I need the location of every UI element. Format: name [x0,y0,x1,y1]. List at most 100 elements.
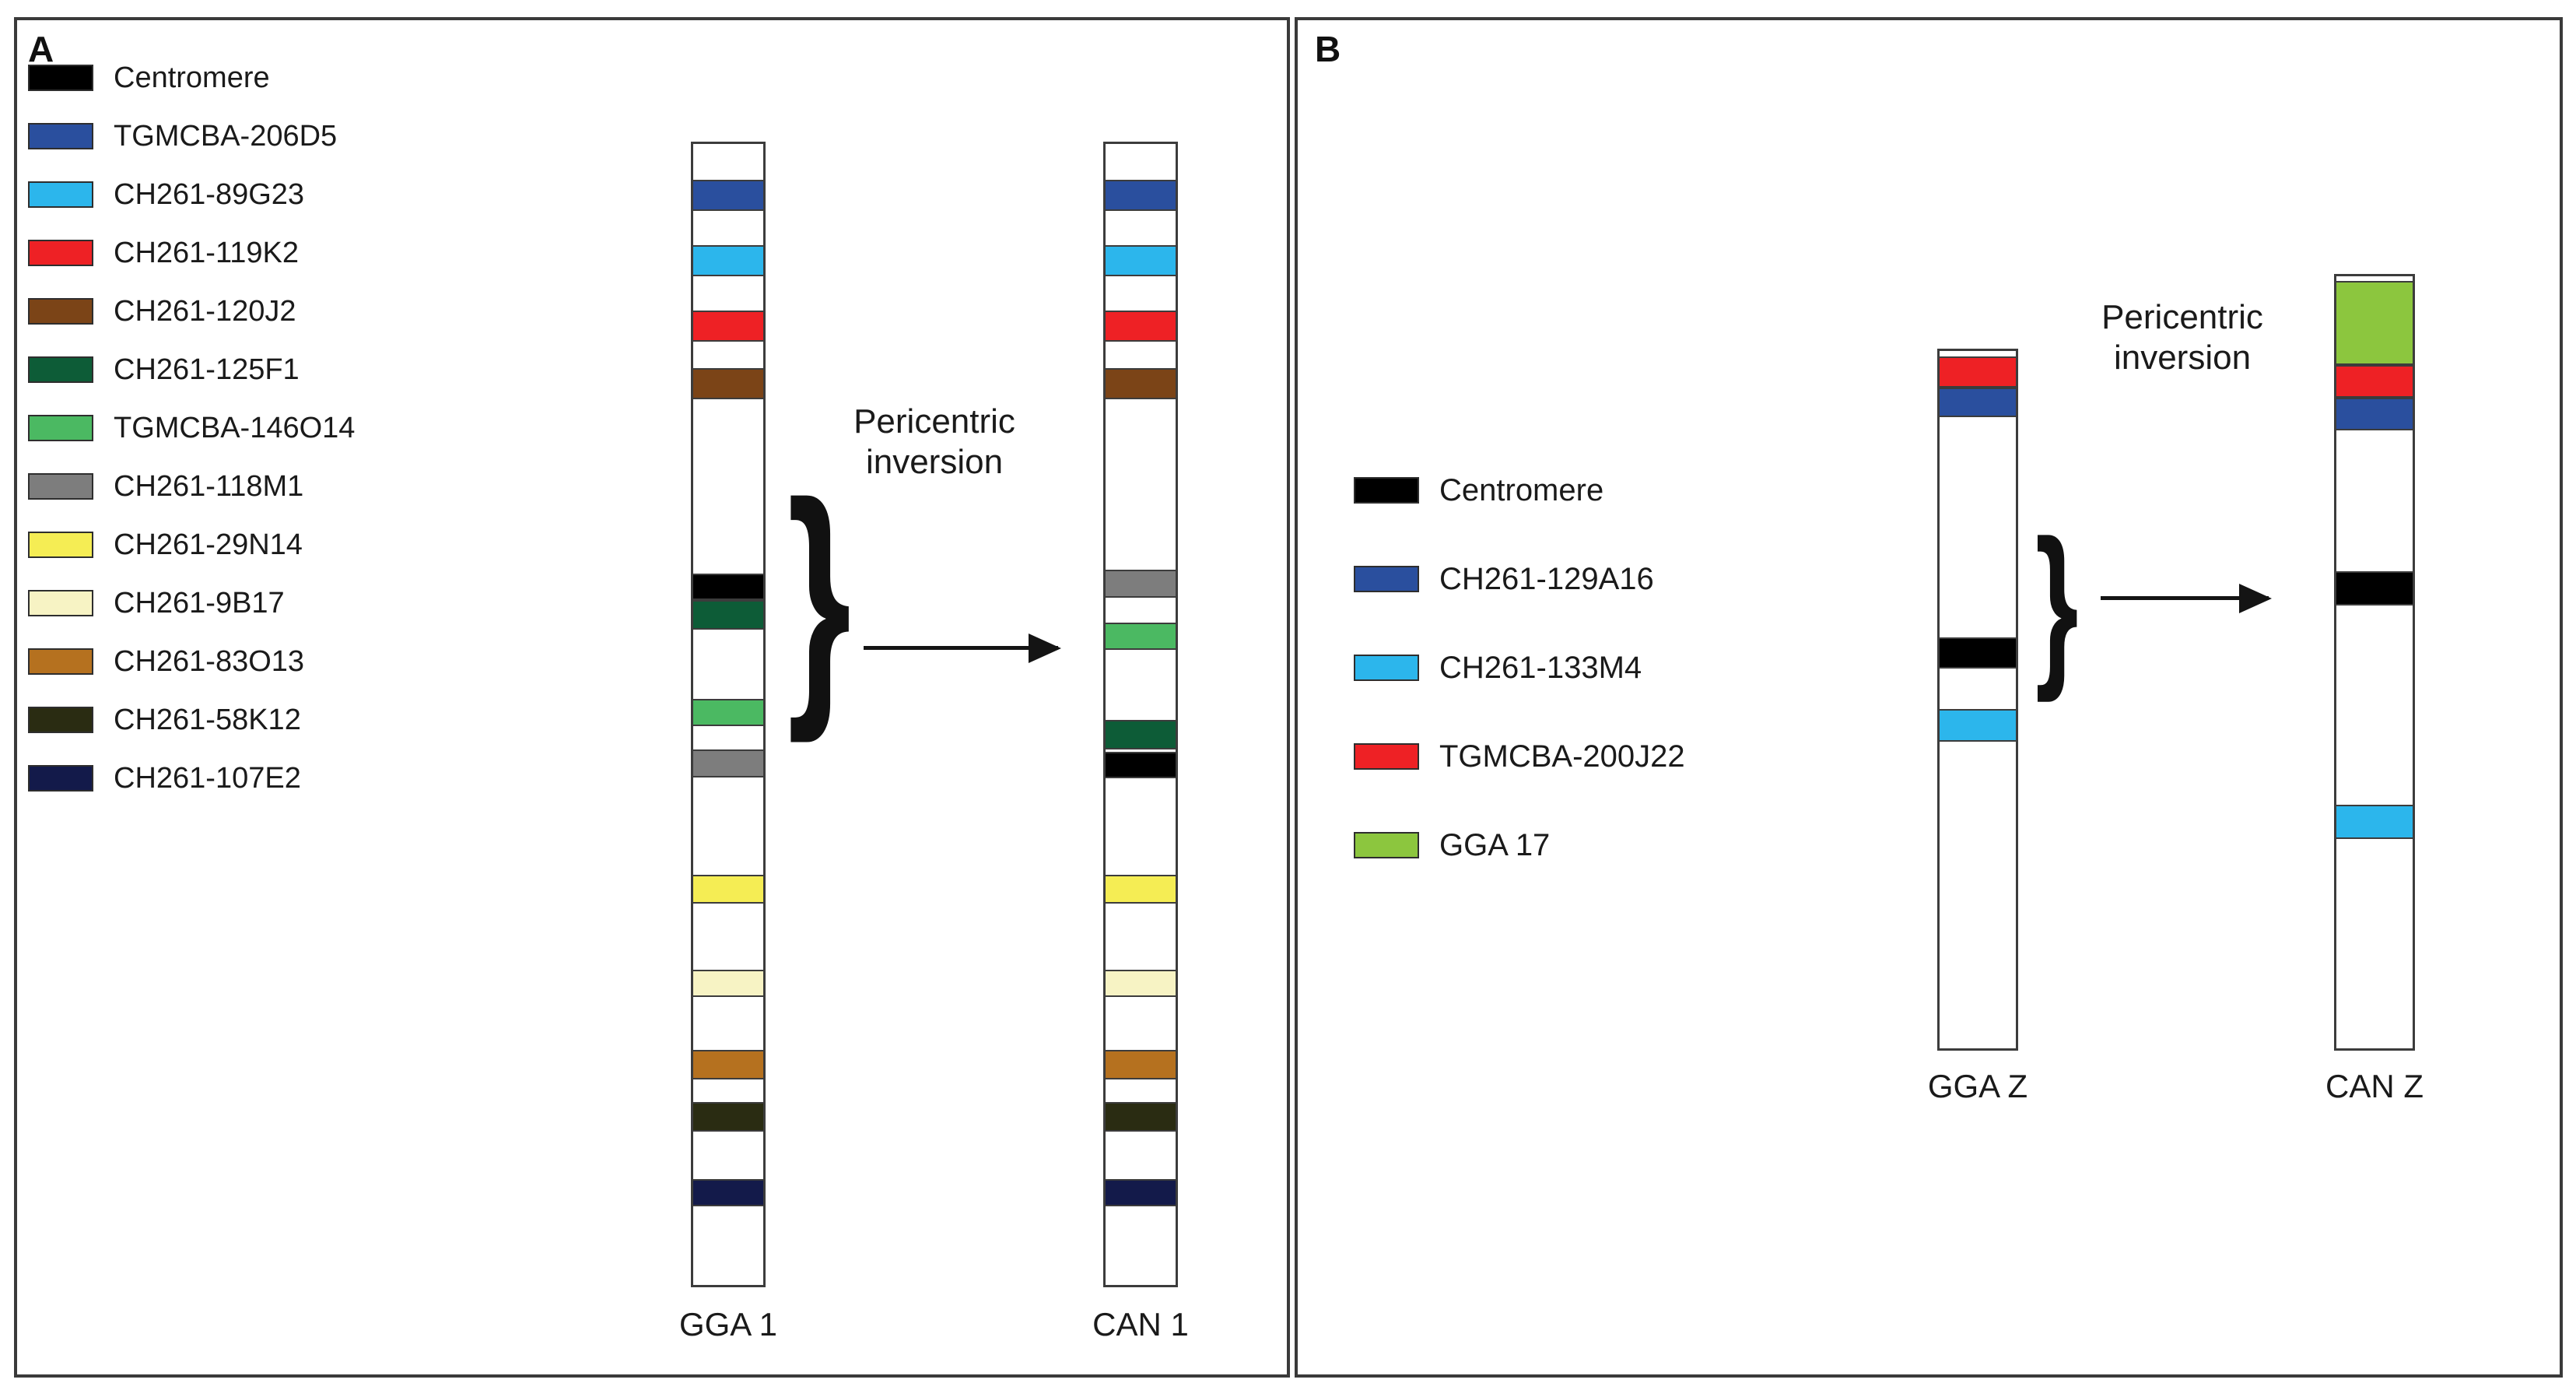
ideogram-band [2336,571,2413,606]
arrow-shaft [2101,596,2269,600]
ideogram-band [1106,970,1176,998]
legend-swatch-ch261-83o13 [28,648,93,675]
legend-swatch-gga-17 [1354,832,1419,858]
inversion-brace-a: } [787,448,852,744]
legend-item: Centromere [1354,467,1852,514]
ideogram-band [1106,569,1176,598]
legend-item: CH261-133M4 [1354,644,1852,691]
ideogram-band [1106,752,1176,779]
ideogram-label-gga-1: GGA 1 [678,1306,778,1343]
legend-swatch-tgmcba-200j22 [1354,743,1419,770]
legend-swatch-ch261-120j2 [28,298,93,325]
ideogram-band [693,573,763,600]
legend-label: CH261-118M1 [114,470,304,503]
ideogram-band [1940,637,2016,669]
legend-swatch-ch261-89g23 [28,181,93,208]
panel-b-legend: Centromere CH261-129A16 CH261-133M4 TGMC… [1354,467,1852,911]
ideogram-band [1106,622,1176,650]
ideogram-band [693,311,763,342]
legend-swatch-centromere [1354,477,1419,504]
ideogram-band [2336,280,2413,365]
ideogram-band [1106,245,1176,277]
legend-label: CH261-125F1 [114,353,300,386]
legend-label: CH261-107E2 [114,762,301,795]
ideogram-gga-1 [691,142,766,1287]
legend-item: CH261-120J2 [28,288,510,335]
ideogram-band [1106,1178,1176,1206]
legend-label: Centromere [1439,473,1604,507]
pericentric-inversion-label-a: Pericentric inversion [853,402,1015,481]
legend-label: CH261-119K2 [114,237,300,269]
legend-swatch-tgmcba-206d5 [28,123,93,149]
ideogram-band [693,245,763,277]
ideogram-label-gga-z: GGA Z [1927,1068,2028,1104]
ideogram-band [1106,368,1176,400]
legend-item: CH261-125F1 [28,346,510,393]
ideogram-band [693,368,763,400]
inversion-arrow-a [864,634,1061,663]
legend-item: CH261-83O13 [28,638,510,685]
ideogram-band [1940,387,2016,417]
ideogram-band [1106,311,1176,342]
pericentric-inversion-label-b: Pericentric inversion [2101,298,2263,377]
legend-label: CH261-58K12 [114,704,301,736]
legend-swatch-ch261-9b17 [28,590,93,616]
legend-item: TGMCBA-200J22 [1354,733,1852,780]
legend-item: CH261-119K2 [28,230,510,276]
legend-swatch-ch261-125f1 [28,356,93,383]
ideogram-label-can-z: CAN Z [2325,1068,2424,1104]
legend-label: TGMCBA-200J22 [1439,739,1685,774]
inversion-arrow-b [2101,584,2272,613]
ideogram-band [693,875,763,904]
ideogram-band [1106,875,1176,904]
arrow-shaft [864,646,1058,650]
legend-swatch-tgmcba-146o14 [28,415,93,441]
ideogram-band [693,180,763,212]
legend-label: GGA 17 [1439,828,1551,862]
arrow-head-icon [2239,584,2272,613]
legend-item: CH261-9B17 [28,580,510,627]
legend-item: TGMCBA-206D5 [28,113,510,160]
ideogram-band [1940,709,2016,742]
legend-label: CH261-29N14 [114,528,303,561]
ideogram-band [1940,356,2016,388]
legend-item: CH261-129A16 [1354,556,1852,602]
legend-item: CH261-89G23 [28,171,510,218]
ideogram-band [2336,364,2413,398]
legend-label: CH261-83O13 [114,645,305,678]
legend-item: CH261-118M1 [28,463,510,510]
legend-item: TGMCBA-146O14 [28,405,510,451]
ideogram-band [693,970,763,998]
legend-swatch-ch261-107e2 [28,765,93,792]
legend-label: Centromere [114,61,270,94]
legend-swatch-centromere [28,65,93,91]
legend-label: CH261-133M4 [1439,651,1642,685]
ideogram-can-1 [1103,142,1178,1287]
ideogram-band [693,1178,763,1206]
legend-label: CH261-9B17 [114,587,285,620]
legend-swatch-ch261-118m1 [28,473,93,500]
legend-label: TGMCBA-146O14 [114,412,356,444]
ideogram-band [693,1101,763,1132]
legend-label: CH261-120J2 [114,295,296,328]
legend-item: CH261-58K12 [28,697,510,743]
arrow-head-icon [1029,634,1061,663]
ideogram-band [1106,1101,1176,1132]
ideogram-band [2336,397,2413,430]
ideogram-band [1106,1049,1176,1079]
ideogram-label-can-1: CAN 1 [1092,1306,1189,1343]
panel-b-letter: B [1315,29,1341,69]
ideogram-band [693,698,763,726]
legend-swatch-ch261-58k12 [28,707,93,733]
legend-label: CH261-89G23 [114,178,305,211]
legend-swatch-ch261-119k2 [28,240,93,266]
legend-label: TGMCBA-206D5 [114,120,338,153]
legend-item: GGA 17 [1354,822,1852,869]
legend-swatch-ch261-133m4 [1354,655,1419,681]
legend-item: CH261-107E2 [28,755,510,802]
ideogram-band [2336,804,2413,839]
legend-label: CH261-129A16 [1439,562,1654,596]
panel-a [14,17,1290,1378]
legend-swatch-ch261-129a16 [1354,566,1419,592]
